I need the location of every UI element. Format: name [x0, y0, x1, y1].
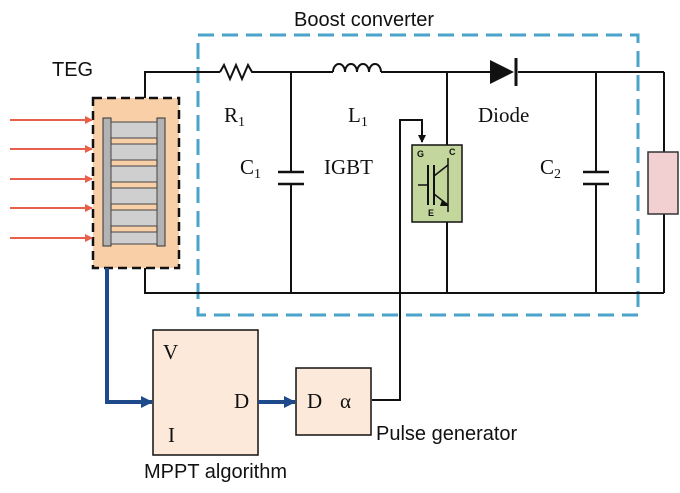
boost-converter-boundary	[196, 33, 640, 317]
inductor-l1	[332, 63, 382, 73]
r1-label: R1	[224, 103, 246, 130]
gate-signal-wire	[372, 119, 426, 401]
diode-label: Diode	[478, 103, 530, 127]
teg-label: TEG	[52, 59, 94, 81]
igbt-collector-pin: C	[449, 147, 456, 157]
mppt-input-i: I	[168, 423, 175, 447]
c2-label: C2	[540, 155, 562, 182]
mppt-block	[152, 329, 259, 456]
teg-to-mppt-signal	[105, 268, 153, 408]
diode-symbol	[490, 58, 518, 86]
mppt-output-d: D	[234, 389, 250, 413]
mppt-caption: MPPT algorithm	[144, 461, 288, 483]
pulse-input-d: D	[307, 389, 323, 413]
pulse-generator-block	[295, 367, 372, 436]
igbt-gate-pin: G	[417, 149, 425, 159]
c1-label: C1	[240, 155, 262, 182]
l1-label: L1	[348, 103, 368, 130]
load-resistor	[647, 151, 679, 215]
igbt-emitter-pin: E	[428, 208, 435, 218]
pulse-output-alpha: α	[340, 389, 352, 413]
resistor-r1	[219, 62, 256, 82]
boost-converter-title: Boost converter	[294, 9, 435, 31]
teg-module	[91, 96, 181, 270]
capacitor-c1	[278, 170, 304, 186]
igbt-label: IGBT	[324, 155, 373, 179]
pulse-caption: Pulse generator	[376, 423, 518, 445]
mppt-input-v: V	[163, 340, 179, 364]
circuit-wires	[144, 71, 665, 294]
heat-arrows	[10, 116, 93, 242]
capacitor-c2	[583, 170, 609, 186]
igbt-symbol	[411, 144, 463, 223]
